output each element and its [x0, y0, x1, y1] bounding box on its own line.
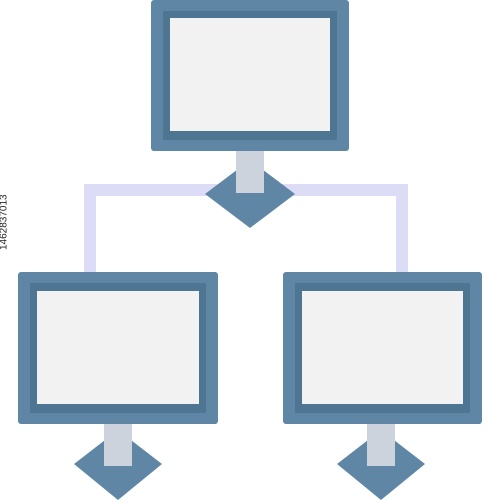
top-monitor-screen [170, 18, 330, 131]
connector-right [248, 184, 408, 272]
bottom-right-monitor-neck [367, 424, 395, 466]
top-monitor-neck-overlay [236, 151, 264, 193]
top-monitor-base [205, 160, 295, 228]
bottom-right-monitor [283, 272, 482, 500]
bottom-left-monitor-screen [37, 291, 199, 404]
side-id-text: 1462837013 [0, 194, 10, 250]
connector-left [84, 184, 248, 272]
bottom-right-monitor-screen [302, 291, 463, 404]
top-monitor [151, 0, 349, 228]
connector-lines [84, 184, 408, 272]
bottom-left-monitor-neck [104, 424, 132, 466]
bottom-left-monitor [18, 272, 218, 500]
